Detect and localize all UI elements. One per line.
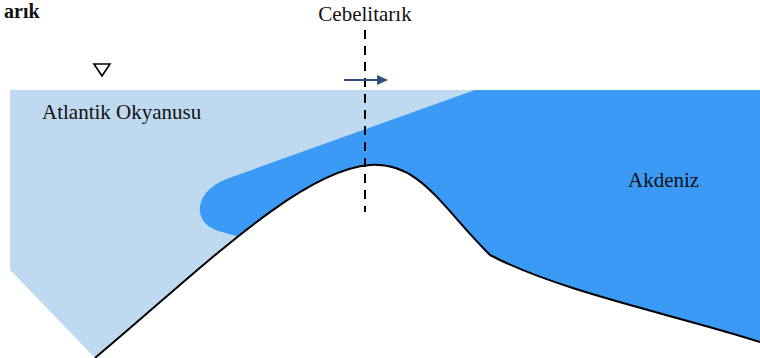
- water-surface-symbol: [94, 64, 110, 76]
- flow-arrowhead: [377, 75, 388, 85]
- flow-arrow: [344, 79, 380, 81]
- strait-name: Cebelitarık: [318, 2, 411, 26]
- sea-name: Akdeniz: [628, 168, 699, 192]
- diagram-title: arık: [4, 0, 40, 23]
- ocean-name: Atlantik Okyanusu: [42, 100, 201, 124]
- strait-axis: [364, 30, 366, 212]
- atlantic-water: [10, 90, 760, 358]
- seabed-line: [95, 165, 760, 358]
- seabed-ground: [95, 165, 760, 358]
